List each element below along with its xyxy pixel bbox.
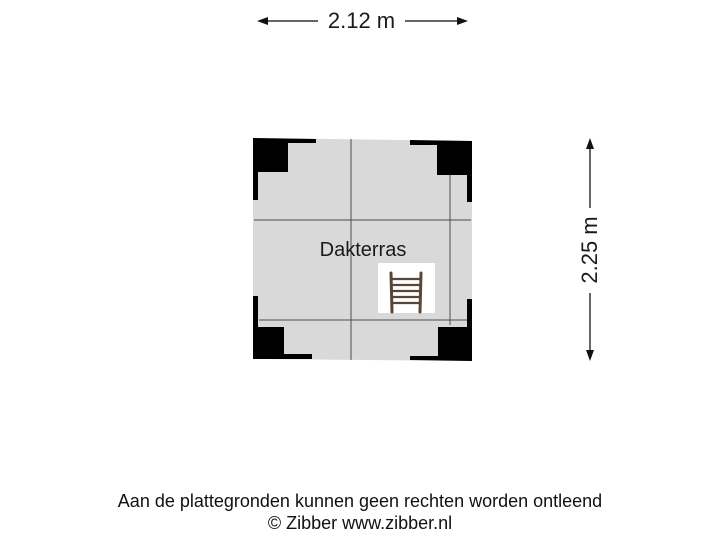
width-dimension-arrow bbox=[257, 17, 468, 25]
corner-wall-top-left bbox=[253, 138, 316, 200]
grid-lines bbox=[254, 139, 471, 360]
room-label: Dakterras bbox=[319, 239, 407, 261]
footer-disclaimer: Aan de plattegronden kunnen geen rechten… bbox=[117, 491, 603, 511]
height-dimension-arrow bbox=[586, 138, 594, 361]
corner-wall-bottom-right bbox=[410, 299, 472, 361]
corner-wall-top-right bbox=[410, 140, 472, 202]
corner-wall-bottom-left bbox=[253, 296, 312, 359]
height-dimension-label: 2.25 m bbox=[577, 216, 602, 284]
ladder-icon bbox=[378, 263, 435, 314]
width-dimension-label: 2.12 m bbox=[327, 8, 396, 33]
footer-copyright: © Zibber www.zibber.nl bbox=[267, 513, 453, 533]
